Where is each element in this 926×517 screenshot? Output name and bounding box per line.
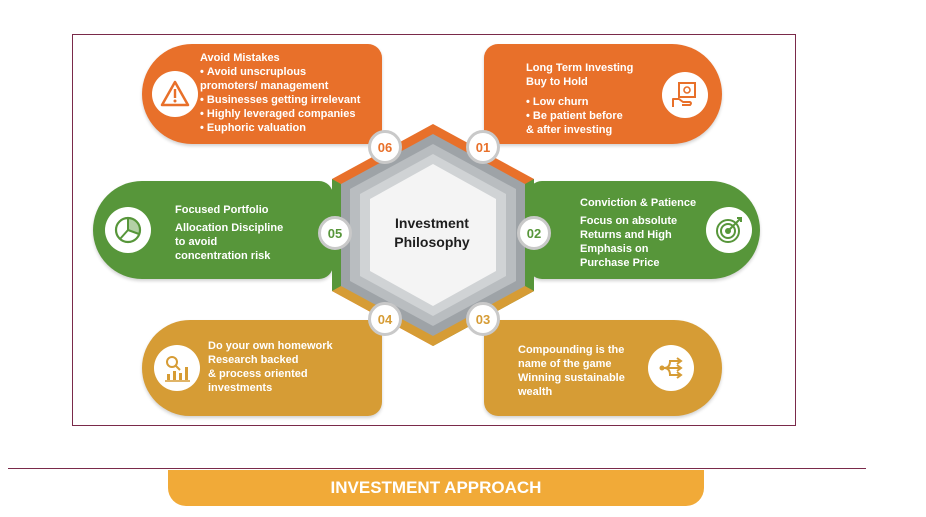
item-01-line-1: Long Term Investing: [526, 62, 634, 74]
item-06-line-1: Avoid Mistakes: [200, 52, 280, 64]
item-01-line-3: Low churn: [526, 95, 633, 109]
bubble-06-avoid-mistakes: Avoid Mistakes Avoid unscruplous promote…: [142, 44, 382, 144]
item-03-line-3: Winning sustainable: [518, 372, 625, 384]
item-01-line-2: Buy to Hold: [526, 76, 588, 88]
item-04-line-3: & process oriented: [208, 368, 308, 380]
bubble-03-compounding: Compounding is the name of the game Winn…: [484, 320, 722, 416]
divider-line: [8, 468, 866, 469]
item-02-line-3: Returns and High: [580, 229, 672, 241]
item-02-line-5: Purchase Price: [580, 257, 660, 269]
bubble-04-homework: Do your own homework Research backed & p…: [142, 320, 382, 416]
center-title-line-1: Investment: [395, 215, 469, 231]
item-05-line-4: concentration risk: [175, 250, 271, 262]
item-02-line-4: Emphasis on: [580, 243, 649, 255]
center-title: Investment Philosophy: [372, 214, 492, 252]
bubble-05-focused-portfolio: Focused Portfolio Allocation Discipline …: [93, 181, 333, 279]
item-03-line-1: Compounding is the: [518, 344, 625, 356]
investment-approach-banner: INVESTMENT APPROACH: [168, 470, 704, 506]
flow-arrows-icon: [648, 345, 694, 391]
money-hand-icon: [662, 72, 708, 118]
badge-06: 06: [368, 130, 402, 164]
warning-icon: [152, 71, 198, 117]
badge-03: 03: [466, 302, 500, 336]
badge-02: 02: [517, 216, 551, 250]
item-06-line-6: Euphoric valuation: [200, 121, 360, 135]
item-05-line-1: Focused Portfolio: [175, 204, 269, 216]
target-icon: [706, 207, 752, 253]
item-04-line-2: Research backed: [208, 354, 299, 366]
item-04-line-1: Do your own homework: [208, 340, 333, 352]
bubble-02-conviction-patience: Conviction & Patience Focus on absolute …: [528, 181, 760, 279]
item-02-line-1: Conviction & Patience: [580, 197, 697, 209]
central-hexagon: [320, 120, 546, 350]
badge-04: 04: [368, 302, 402, 336]
item-02-line-2: Focus on absolute: [580, 215, 678, 227]
item-04-line-4: investments: [208, 382, 273, 394]
badge-05: 05: [318, 216, 352, 250]
diagram-frame: [72, 34, 796, 426]
bubble-01-long-term-investing: Long Term Investing Buy to Hold Low chur…: [484, 44, 722, 144]
center-title-line-2: Philosophy: [394, 234, 470, 250]
item-06-line-2: Avoid unscruplous: [200, 65, 360, 79]
item-01-line-5: & after investing: [526, 124, 613, 136]
research-chart-icon: [154, 345, 200, 391]
item-03-line-4: wealth: [518, 386, 553, 398]
pie-chart-icon: [105, 207, 151, 253]
item-06-line-5: Highly leveraged companies: [200, 107, 360, 121]
item-05-line-3: to avoid: [175, 236, 218, 248]
item-06-line-4: Businesses getting irrelevant: [200, 93, 360, 107]
badge-01: 01: [466, 130, 500, 164]
item-06-line-3: promoters/ management: [200, 80, 329, 92]
item-05-line-2: Allocation Discipline: [175, 222, 284, 234]
item-03-line-2: name of the game: [518, 358, 612, 370]
item-01-line-4: Be patient before: [526, 109, 633, 123]
